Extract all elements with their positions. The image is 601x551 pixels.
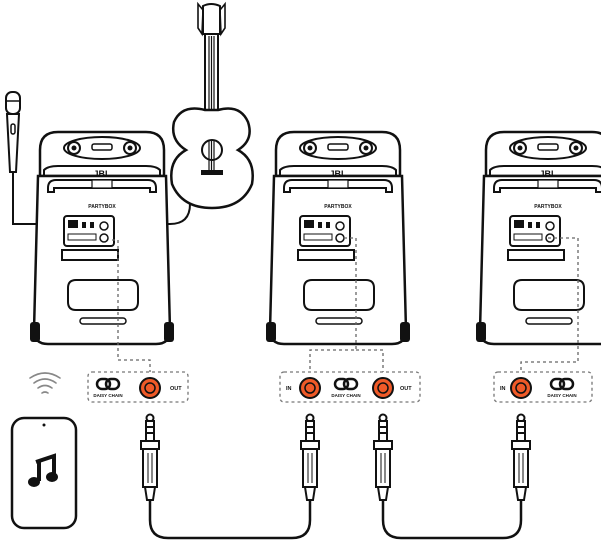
wifi-icon: [29, 372, 61, 394]
speaker-2-brand: JBL: [329, 169, 347, 179]
panel-2-out: OUT: [400, 386, 412, 392]
speaker-3: JBL PARTYBOX: [474, 130, 601, 346]
panel-3-chain: DAISY CHAIN: [547, 393, 576, 398]
music-note-icon: [28, 453, 58, 487]
speaker-1-brand: JBL: [93, 169, 111, 179]
out-port-icon: [139, 377, 161, 399]
out-port-icon: [372, 377, 394, 399]
panel-2: IN DAISY CHAIN OUT: [279, 371, 421, 403]
panel-1: DAISY CHAIN OUT: [87, 371, 189, 403]
panel-2-chain: DAISY CHAIN: [331, 393, 360, 398]
panel-2-in: IN: [286, 386, 292, 392]
speaker-1-model: PARTYBOX: [88, 204, 116, 210]
speaker-2: JBL PARTYBOX: [264, 130, 412, 346]
panel-3: IN DAISY CHAIN: [493, 371, 593, 403]
microphone-icon: [5, 91, 170, 225]
guitar-icon: [169, 1, 254, 225]
smartphone-icon: [10, 416, 78, 530]
speaker-1: JBL PARTYBOX: [28, 130, 176, 346]
audio-plug-icon: [140, 413, 531, 501]
in-port-icon: [299, 377, 321, 399]
in-port-icon: [510, 377, 532, 399]
panel-1-chain: DAISY CHAIN: [93, 393, 122, 398]
cables: [148, 500, 523, 540]
speaker-3-model: PARTYBOX: [534, 204, 562, 210]
panel-1-out: OUT: [170, 386, 182, 392]
speaker-2-model: PARTYBOX: [324, 204, 352, 210]
leader-lines: [112, 237, 579, 376]
panel-3-in: IN: [500, 386, 506, 392]
speaker-3-brand: JBL: [539, 169, 557, 179]
